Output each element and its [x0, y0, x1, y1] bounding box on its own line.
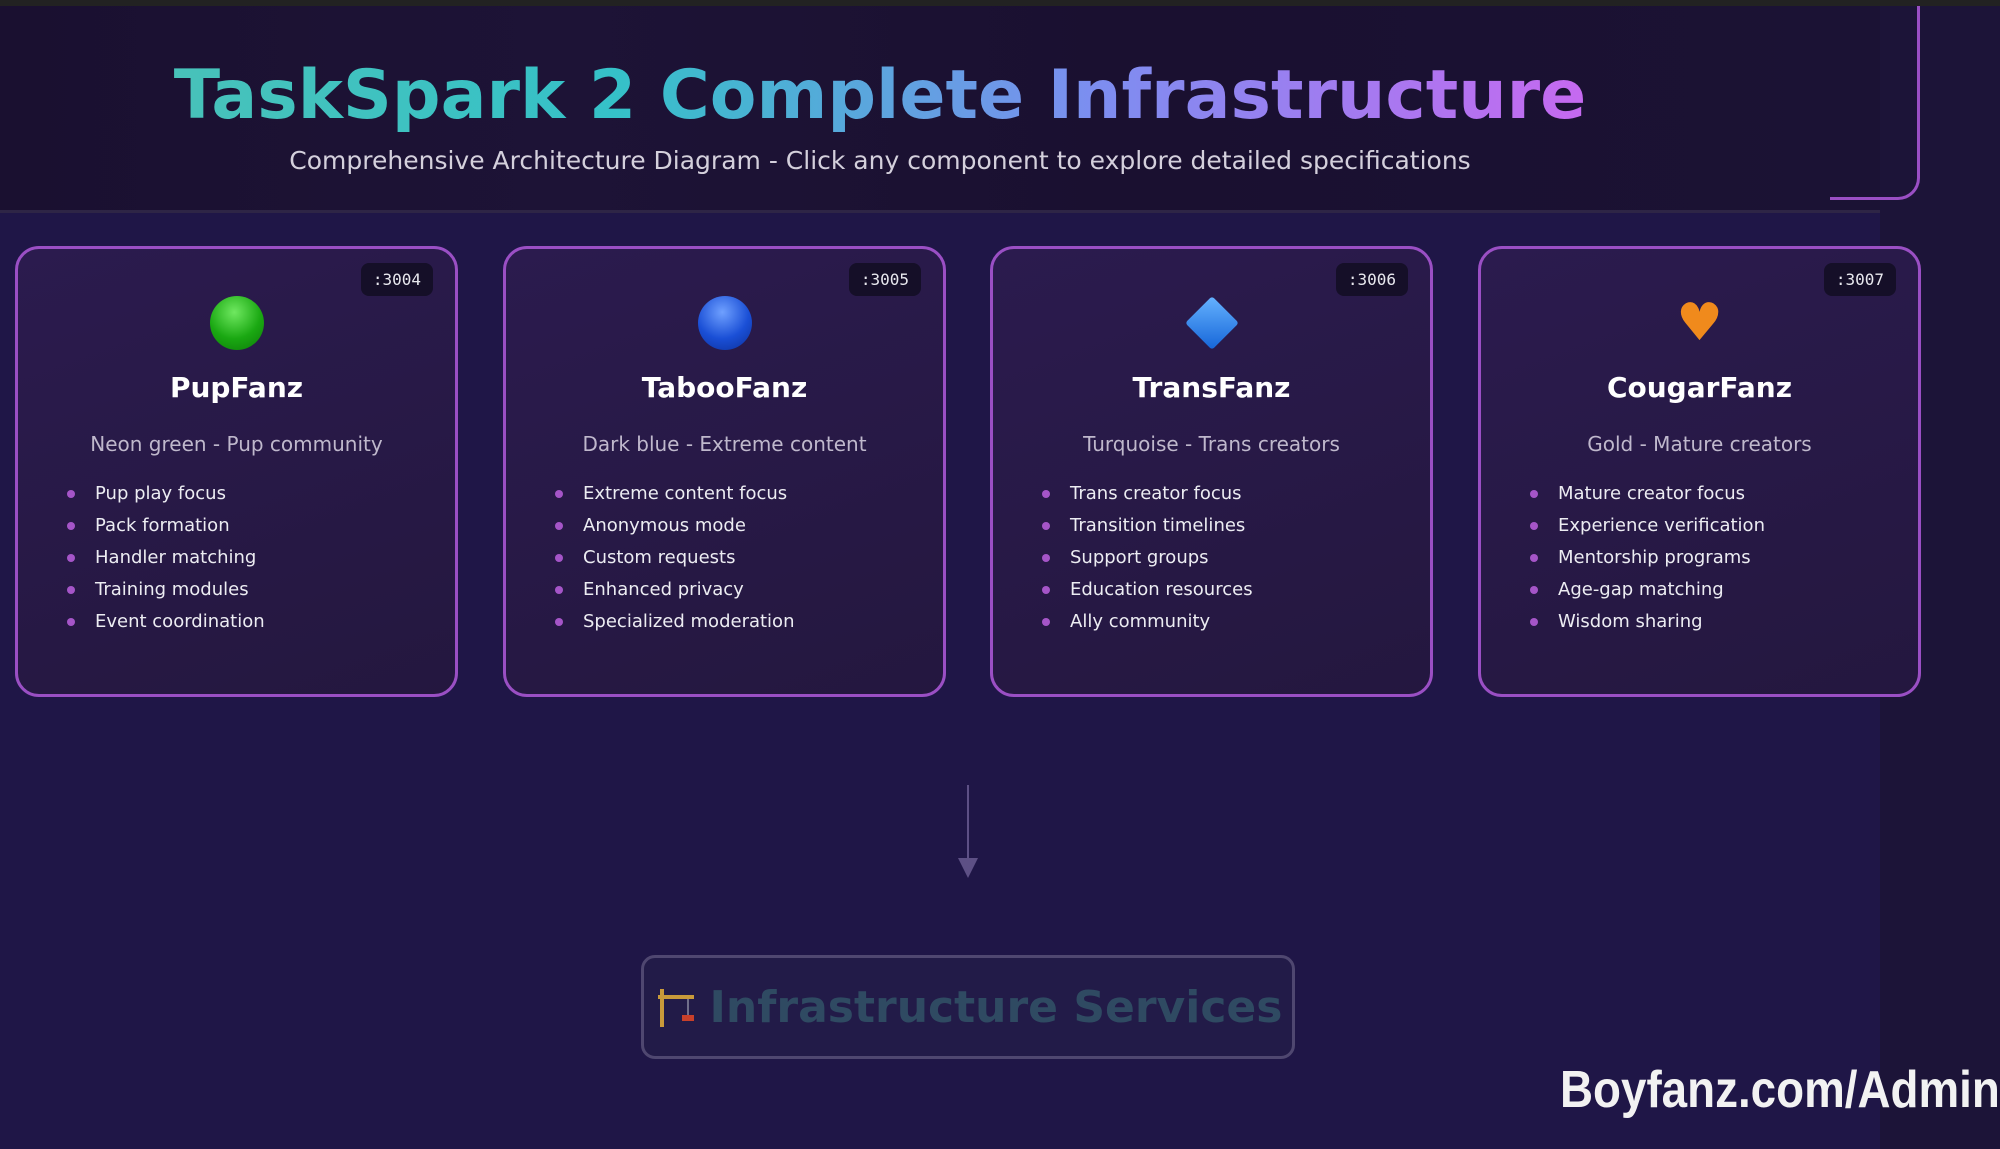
feature-item: Wisdom sharing — [1526, 606, 1918, 638]
feature-item: Pup play focus — [63, 478, 455, 510]
service-name: CougarFanz — [1606, 371, 1793, 404]
feature-item: Anonymous mode — [551, 510, 943, 542]
green-circle-icon — [209, 296, 264, 350]
watermark: Boyfanz.com/Admin — [1560, 1061, 2000, 1119]
feature-item: Age-gap matching — [1526, 574, 1918, 606]
service-name: TransFanz — [1132, 371, 1291, 404]
page-subtitle: Comprehensive Architecture Diagram - Cli… — [289, 146, 1471, 175]
feature-item: Specialized moderation — [551, 606, 943, 638]
blue-circle-icon — [697, 296, 752, 350]
feature-list: Extreme content focus Anonymous mode Cus… — [551, 478, 943, 638]
service-description: Dark blue - Extreme content — [582, 432, 867, 456]
service-card-cougarfanz[interactable]: :3007 ♥ CougarFanz Gold - Mature creator… — [1478, 246, 1921, 697]
feature-item: Pack formation — [63, 510, 455, 542]
feature-item: Experience verification — [1526, 510, 1918, 542]
port-badge: :3007 — [1823, 263, 1896, 296]
infrastructure-services-section[interactable]: Infrastructure Services — [641, 955, 1295, 1059]
feature-item: Extreme content focus — [551, 478, 943, 510]
port-badge: :3004 — [360, 263, 433, 296]
top-bar — [0, 0, 2000, 6]
service-description: Gold - Mature creators — [1587, 432, 1812, 456]
service-name: PupFanz — [169, 371, 304, 404]
feature-item: Event coordination — [63, 606, 455, 638]
feature-list: Trans creator focus Transition timelines… — [1038, 478, 1430, 638]
service-card-pupfanz[interactable]: :3004 PupFanz Neon green - Pup community… — [15, 246, 458, 697]
feature-item: Training modules — [63, 574, 455, 606]
service-name: TabooFanz — [641, 371, 808, 404]
feature-item: Mature creator focus — [1526, 478, 1918, 510]
service-card-taboofanz[interactable]: :3005 TabooFanz Dark blue - Extreme cont… — [503, 246, 946, 697]
feature-item: Transition timelines — [1038, 510, 1430, 542]
port-badge: :3006 — [1335, 263, 1408, 296]
header-border-decoration — [1830, 6, 1920, 200]
port-badge: :3005 — [848, 263, 921, 296]
connector-arrow — [967, 785, 969, 860]
header: TaskSpark 2 Complete Infrastructure Comp… — [0, 6, 1880, 213]
service-description: Turquoise - Trans creators — [1083, 432, 1340, 456]
feature-item: Ally community — [1038, 606, 1430, 638]
feature-item: Enhanced privacy — [551, 574, 943, 606]
service-description: Neon green - Pup community — [90, 432, 383, 456]
service-card-transfanz[interactable]: :3006 TransFanz Turquoise - Trans creato… — [990, 246, 1433, 697]
arrow-down-icon — [958, 858, 978, 878]
feature-item: Handler matching — [63, 542, 455, 574]
feature-item: Mentorship programs — [1526, 542, 1918, 574]
crane-icon — [657, 989, 694, 1027]
feature-item: Trans creator focus — [1038, 478, 1430, 510]
feature-item: Education resources — [1038, 574, 1430, 606]
feature-list: Pup play focus Pack formation Handler ma… — [63, 478, 455, 638]
feature-list: Mature creator focus Experience verifica… — [1526, 478, 1918, 638]
orange-heart-icon: ♥ — [1676, 293, 1723, 353]
feature-item: Custom requests — [551, 542, 943, 574]
infrastructure-services-label: Infrastructure Services — [709, 981, 1283, 1033]
blue-diamond-icon — [1184, 296, 1239, 350]
feature-item: Support groups — [1038, 542, 1430, 574]
page-title: TaskSpark 2 Complete Infrastructure — [0, 56, 1760, 135]
